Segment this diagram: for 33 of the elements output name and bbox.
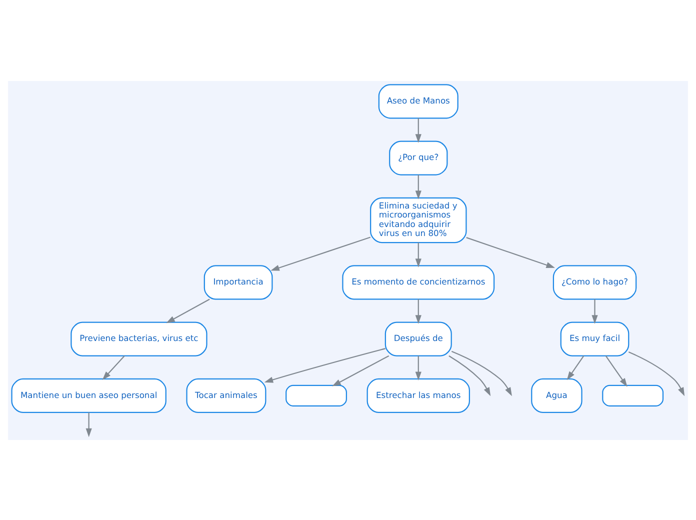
arrow [605, 355, 628, 386]
arrow [628, 350, 685, 396]
node-box: Es momento de concientizarnos [342, 264, 495, 300]
arrow [86, 412, 92, 437]
node-box: Elimina suciedad y microorganismos evitando adquirir virus en un 80% [370, 196, 467, 243]
arrow [566, 355, 584, 380]
arrow [332, 354, 390, 386]
arrow [270, 236, 371, 270]
arrow [592, 298, 598, 324]
node-box: Aseo de Manos [378, 84, 458, 118]
arrow [448, 354, 491, 396]
arrow [415, 355, 422, 380]
node-box: Importancia [204, 264, 273, 300]
node-box: Después de [384, 321, 452, 356]
node-box: ¿Por que? [389, 140, 448, 175]
node-box: Mantiene un buen aseo personal [11, 378, 166, 412]
arrow [466, 236, 555, 268]
arrow [415, 118, 422, 142]
arrow [451, 350, 512, 396]
node-box: Tocar animales [186, 378, 266, 412]
node-box [602, 384, 664, 406]
node-box: Agua [531, 378, 582, 412]
node-box: Es muy facil [560, 321, 630, 356]
arrow [264, 348, 386, 382]
node-box: Estrechar las manos [366, 378, 470, 412]
node-box: ¿Como lo hago? [552, 264, 637, 300]
arrow [415, 298, 422, 324]
arrow [166, 298, 210, 323]
node-box: Previene bacterias, virus etc [70, 321, 208, 356]
node-box [286, 384, 347, 406]
arrow [415, 242, 422, 267]
arrow [415, 174, 422, 199]
arrow [102, 354, 125, 380]
